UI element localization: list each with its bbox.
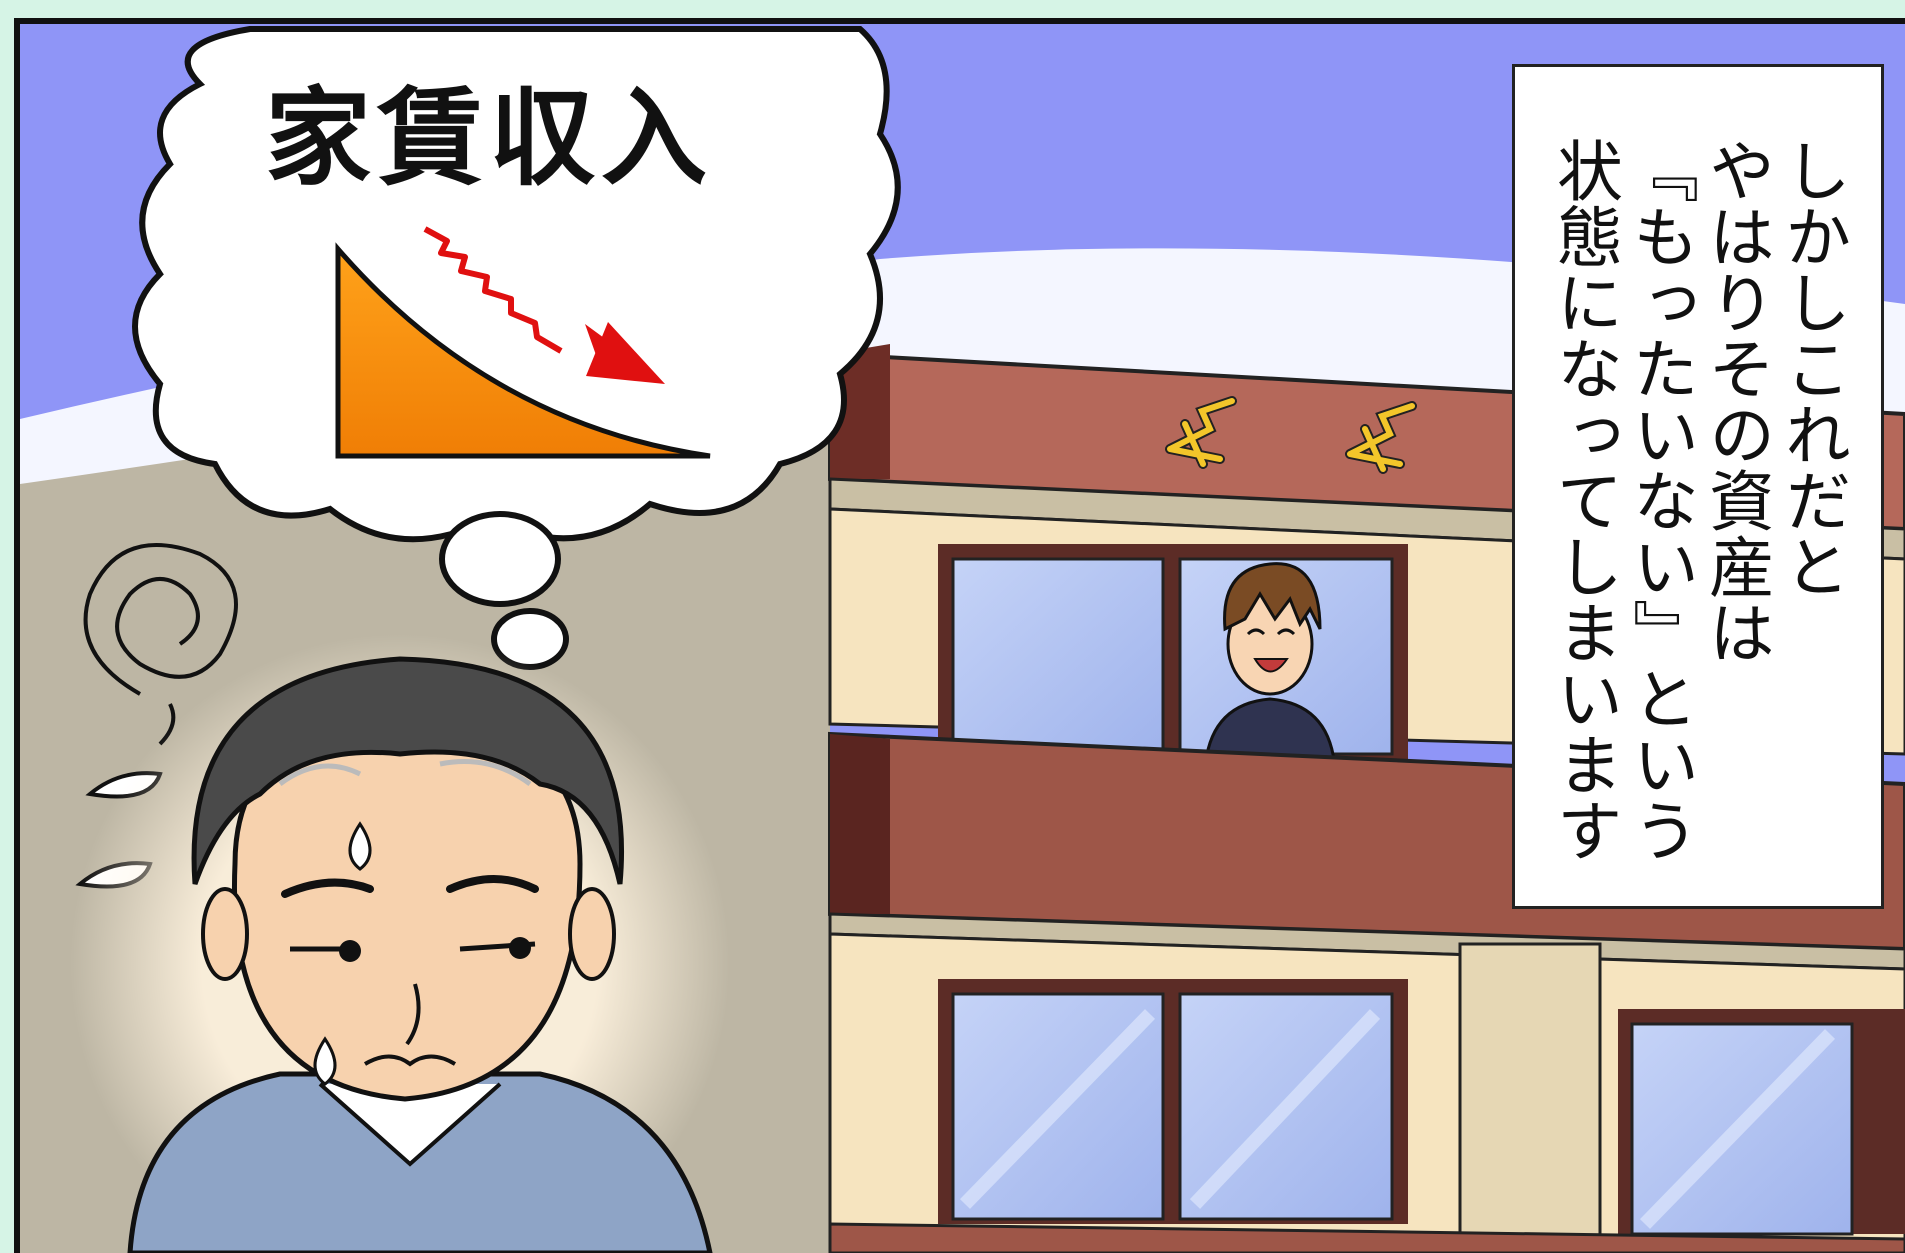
comic-panel: 家賃収入 しかしこれだと やはりその資産は 『もったいない』という 状態になって…: [14, 18, 1905, 1253]
worried-older-man: [70, 634, 730, 1253]
narration-caption-box: しかしこれだと やはりその資産は 『もったいない』という 状態になってしまいます: [1512, 64, 1884, 909]
declining-graph-area: [335, 242, 711, 459]
down-trend-arrow-icon: [423, 226, 563, 354]
thought-dot-large: [439, 511, 561, 607]
narration-caption-text: しかしこれだと やはりその資産は 『もったいない』という 状態になってしまいます: [1546, 137, 1851, 863]
thought-bubble-title: 家賃収入: [265, 77, 713, 200]
